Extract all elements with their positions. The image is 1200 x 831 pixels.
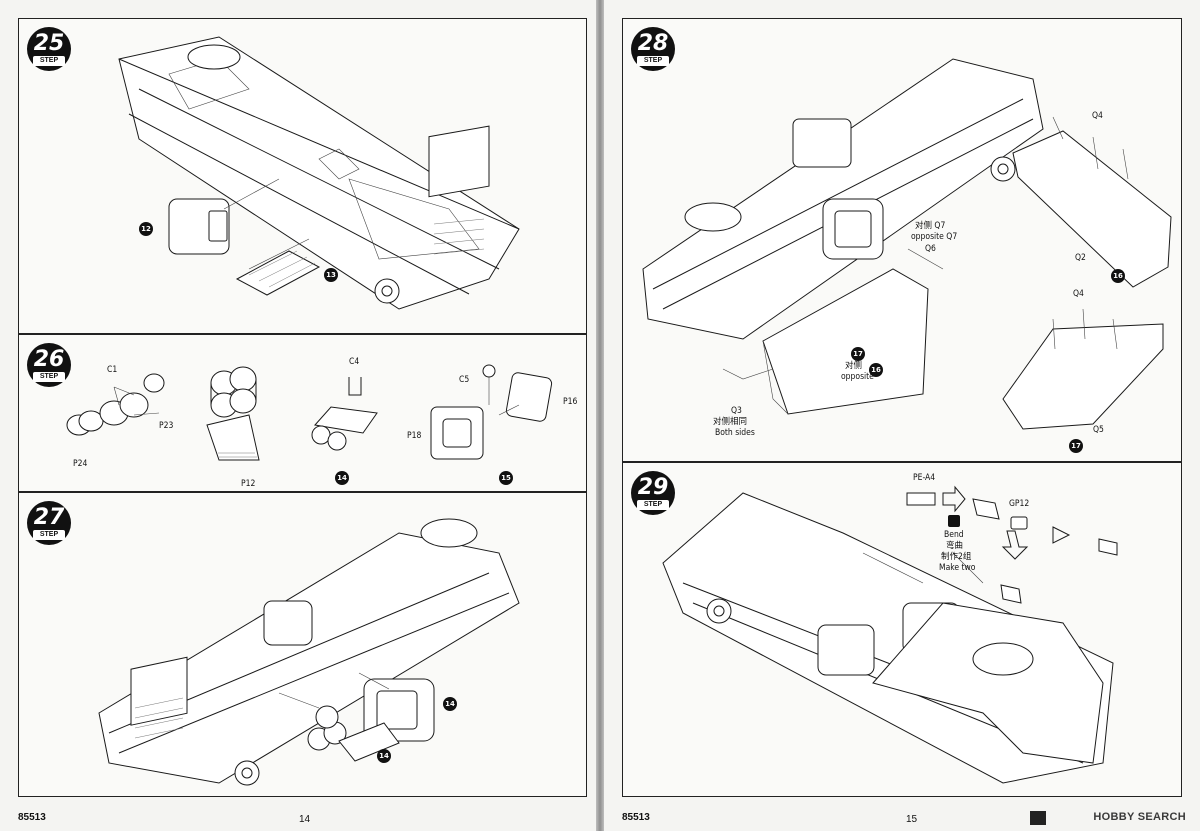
sub-assembly-15: 15 xyxy=(499,471,513,485)
step-caption: STEP xyxy=(33,530,65,540)
label-p24: P24 xyxy=(73,459,88,469)
step-29-panel: 29 STEP PE-A4 GP12 Bend 弯曲 制作2组 Make t xyxy=(622,462,1182,797)
sub-assembly-16b: 16 xyxy=(869,363,883,377)
sub-assembly-14a: 14 xyxy=(443,697,457,711)
label-q4-bottom: Q4 xyxy=(1073,289,1084,299)
sub-assembly-14b: 14 xyxy=(377,749,391,763)
label-both-sides-en: Both sides xyxy=(715,428,755,438)
step-caption: STEP xyxy=(637,56,669,66)
step-caption: STEP xyxy=(33,56,65,66)
label-q3: Q3 xyxy=(731,406,742,416)
sub-assembly-14: 14 xyxy=(335,471,349,485)
step-number: 25 xyxy=(33,31,65,56)
page-number-right: 15 xyxy=(906,814,918,825)
step-27-badge: 27 STEP xyxy=(27,501,71,545)
label-p16: P16 xyxy=(563,397,578,407)
step-29-badge: 29 STEP xyxy=(631,471,675,515)
page-number-left: 14 xyxy=(299,814,311,825)
label-c4: C4 xyxy=(349,357,360,367)
sub-assembly-16a: 16 xyxy=(1111,269,1125,283)
label-c1: C1 xyxy=(107,365,118,375)
label-bend-cn: 弯曲 xyxy=(946,541,964,551)
label-bend-en: Bend xyxy=(944,530,964,540)
chassis-drawing-step-28 xyxy=(642,58,1172,430)
step-number: 26 xyxy=(33,347,65,372)
label-p23: P23 xyxy=(159,421,174,431)
step-number: 27 xyxy=(33,505,65,530)
catalog-number-left: 85513 xyxy=(18,812,46,823)
step-number: 29 xyxy=(637,475,669,500)
step-28-panel: 28 STEP Q4 Q2 对侧 Q7 opposite Q7 Q6 对侧 op… xyxy=(622,18,1182,462)
step-caption: STEP xyxy=(637,500,669,510)
step-caption: STEP xyxy=(33,372,65,382)
chassis-drawing-step-29 xyxy=(662,485,1118,784)
bend-icon xyxy=(948,515,960,527)
step-number: 28 xyxy=(637,31,669,56)
catalog-number-right: 85513 xyxy=(622,812,650,823)
label-q2: Q2 xyxy=(1075,253,1086,263)
chassis-drawing-step-25 xyxy=(118,36,520,310)
label-p18: P18 xyxy=(407,431,422,441)
label-c5: C5 xyxy=(459,375,470,385)
label-q4-top: Q4 xyxy=(1092,111,1103,121)
label-opposite-en: opposite xyxy=(841,372,874,382)
label-make-two-cn: 制作2组 xyxy=(941,552,972,562)
sub-assembly-13: 13 xyxy=(324,268,338,282)
label-both-sides-cn: 对侧相同 xyxy=(713,417,748,427)
watermark-logo-mark xyxy=(1030,811,1046,825)
label-q6: Q6 xyxy=(925,244,936,254)
page-gutter xyxy=(596,0,604,831)
parts-drawing-step-26 xyxy=(66,364,553,461)
label-opposite-q7-cn: 对侧 Q7 xyxy=(915,221,946,231)
label-opposite-cn: 对侧 xyxy=(845,361,863,371)
hobby-search-watermark: HOBBY SEARCH xyxy=(1093,811,1186,823)
step-27-panel: 27 STEP 14 14 xyxy=(18,492,587,797)
label-q5: Q5 xyxy=(1093,425,1104,435)
label-make-two-en: Make two xyxy=(939,563,976,573)
step-25-badge: 25 STEP xyxy=(27,27,71,71)
step-26-panel: 26 STEP C1 P23 P24 P12 C4 C5 P16 xyxy=(18,334,587,492)
sub-assembly-17a: 17 xyxy=(851,347,865,361)
step-28-badge: 28 STEP xyxy=(631,27,675,71)
step-25-panel: 25 STEP 12 13 xyxy=(18,18,587,334)
label-opposite-q7-en: opposite Q7 xyxy=(911,232,958,242)
label-p12: P12 xyxy=(241,479,256,489)
chassis-drawing-step-27 xyxy=(98,518,520,786)
label-gp12: GP12 xyxy=(1009,499,1030,509)
sub-assembly-12: 12 xyxy=(139,222,153,236)
step-26-badge: 26 STEP xyxy=(27,343,71,387)
label-pe-a4: PE-A4 xyxy=(913,473,936,483)
sub-assembly-17b: 17 xyxy=(1069,439,1083,453)
